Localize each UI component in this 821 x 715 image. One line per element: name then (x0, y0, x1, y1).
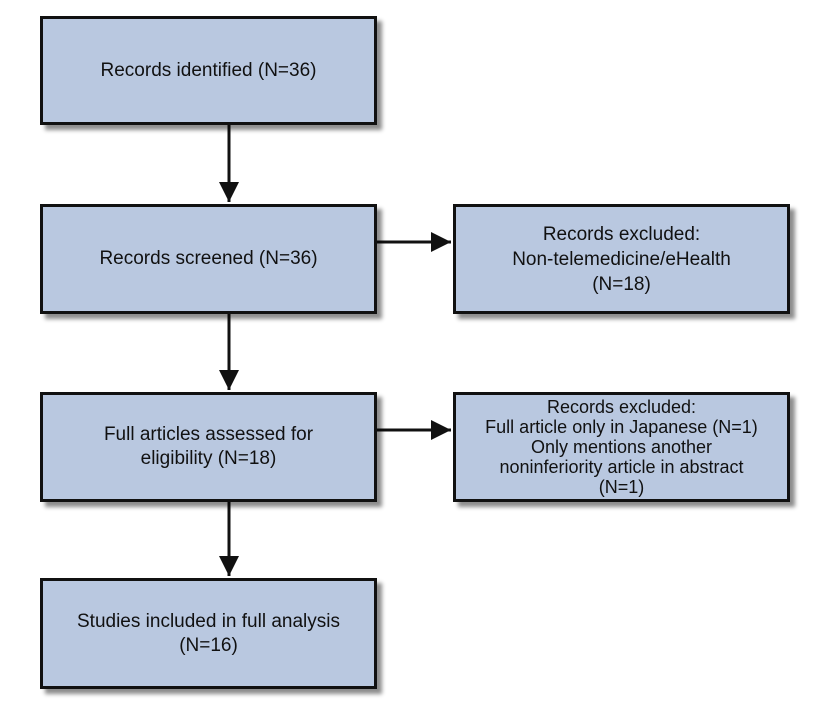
box-text-line: (N=1) (598, 477, 645, 497)
box-text-line: eligibility (N=18) (140, 448, 277, 469)
box-text-line: Studies included in full analysis (77, 610, 340, 632)
full-articles-assessed-box: Full articles assessed for eligibility (… (40, 392, 377, 502)
records-identified-box: Records identified (N=36) (40, 16, 377, 125)
box-text-line: noninferiority article in abstract (499, 457, 744, 477)
box-text-line: Only mentions another (530, 437, 713, 457)
box-text-line: (N=18) (592, 273, 651, 295)
records-excluded-screening-box: Records excluded: Non-telemedicine/eHeal… (453, 204, 790, 314)
box-text-line: Records excluded: (542, 223, 701, 245)
box-text-line: Records screened (N=36) (99, 248, 318, 269)
studies-included-box: Studies included in full analysis (N=16) (40, 578, 377, 689)
records-screened-box: Records screened (N=36) (40, 204, 377, 314)
box-text-line: Records identified (N=36) (100, 59, 317, 81)
box-text-line: Non-telemedicine/eHealth (512, 248, 731, 270)
box-text-line: Full articles assessed for (103, 424, 314, 445)
box-text-line: Full article only in Japanese (N=1) (485, 417, 758, 437)
box-text-line: (N=16) (179, 634, 238, 656)
records-excluded-eligibility-box: Records excluded: Full article only in J… (453, 392, 790, 502)
box-text-line: Records excluded: (546, 397, 697, 417)
